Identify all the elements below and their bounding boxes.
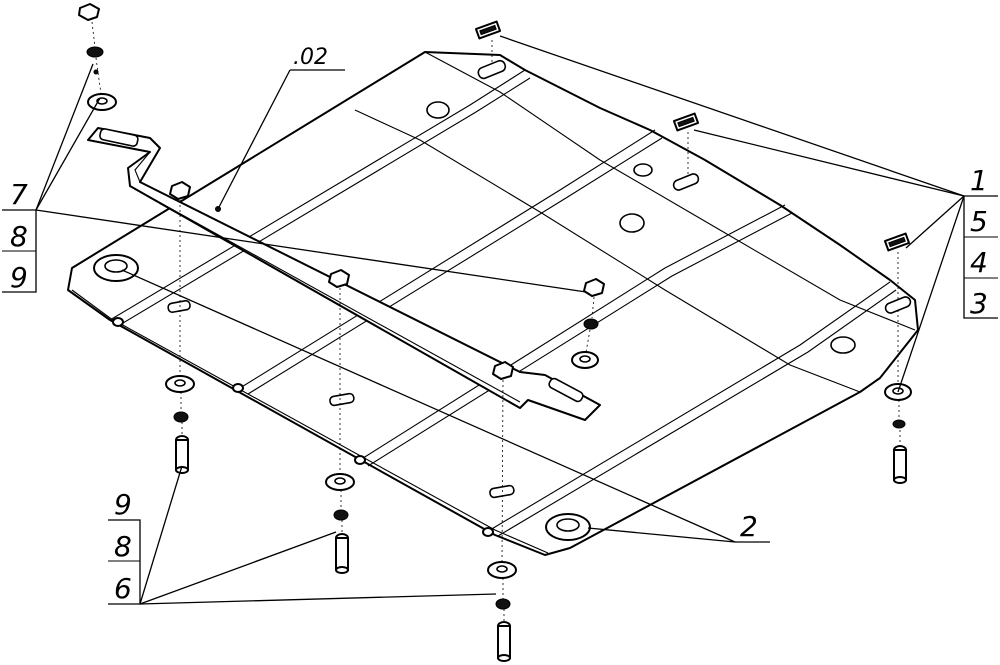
callout-label: 8 (10, 220, 28, 253)
cage-nuts (474, 20, 911, 252)
callout-label: 4 (970, 246, 988, 279)
skid-plate (67, 51, 919, 556)
bracket-part-label: .02 (293, 45, 328, 70)
callout-label: 3 (970, 287, 988, 320)
assembly-axes (91, 21, 901, 622)
leader-lines (2, 35, 998, 605)
plate-part-label: 2 (740, 510, 758, 543)
callout-labels-right: 1 5 4 3 (970, 164, 988, 320)
callout-labels-bottom-left: 9 8 6 (114, 488, 132, 605)
bracket (87, 127, 601, 421)
bracket-nuts (169, 181, 605, 380)
bottom-bolts (165, 375, 912, 662)
callout-label: 6 (114, 572, 132, 605)
callout-label: 8 (114, 530, 132, 563)
callout-label: 9 (114, 488, 132, 521)
callout-label: 7 (10, 178, 28, 211)
callout-label: 1 (970, 164, 988, 197)
callout-labels-top-left: 7 8 9 (10, 178, 28, 294)
top-left-hardware (78, 3, 117, 111)
callout-label: 9 (10, 261, 28, 294)
callout-label: 5 (970, 205, 988, 238)
